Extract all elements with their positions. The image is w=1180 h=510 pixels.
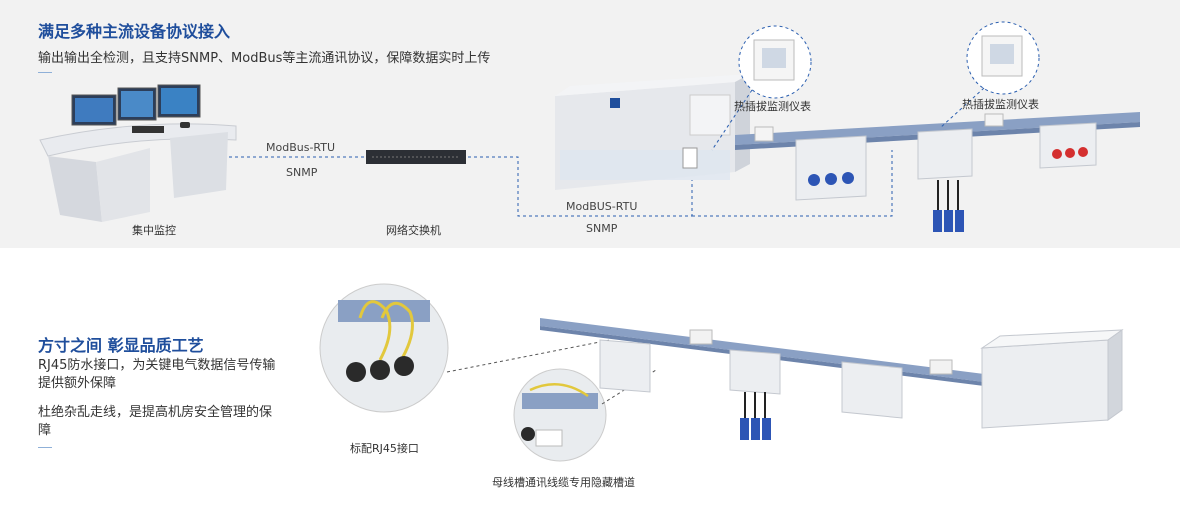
hidden-channel-zoom-circle bbox=[513, 368, 607, 462]
rj45-label: 标配RJ45接口 bbox=[350, 442, 419, 455]
network-switch-label: 网络交换机 bbox=[386, 224, 441, 237]
link1-protocol-bottom: SNMP bbox=[286, 166, 318, 179]
meter-left-label: 热插拔监测仪表 bbox=[734, 100, 811, 113]
network-switch-illustration bbox=[366, 150, 466, 164]
rj45-zoom-circle bbox=[319, 283, 449, 413]
link1-protocol-top: ModBus-RTU bbox=[266, 141, 336, 154]
section1-subtitle: 输出输出全检测，且支持SNMP、ModBus等主流通讯协议，保障数据实时上传 bbox=[38, 51, 491, 66]
section1-title: 满足多种主流设备协议接入 bbox=[38, 22, 231, 41]
section2-title: 方寸之间 彰显品质工艺 bbox=[38, 336, 204, 355]
section2-paragraph2: 杜绝杂乱走线，是提高机房安全管理的保障 bbox=[38, 405, 273, 438]
section2-paragraph1: RJ45防水接口，为关键电气数据信号传输提供额外保障 bbox=[38, 358, 276, 391]
tap-off-box-2 bbox=[917, 128, 973, 232]
busbar-cabinet-illustration bbox=[555, 74, 750, 190]
hidden-channel-label: 母线槽通讯线缆专用隐藏槽道 bbox=[492, 476, 635, 489]
central-monitor-label: 集中监控 bbox=[132, 224, 176, 237]
meter-callout-right bbox=[939, 21, 1040, 129]
tap-off-box-1 bbox=[795, 135, 867, 201]
bottom-cabinet-illustration bbox=[980, 329, 1124, 429]
control-desk-illustration bbox=[39, 84, 237, 222]
link2-protocol-top: ModBUS-RTU bbox=[566, 200, 638, 213]
tap-off-box-3 bbox=[1039, 122, 1097, 169]
section2-divider bbox=[38, 447, 52, 448]
section1-divider bbox=[38, 72, 52, 73]
meter-right-label: 热插拔监测仪表 bbox=[962, 98, 1039, 111]
meter-callout-left bbox=[711, 25, 812, 151]
bottom-tap-off-boxes bbox=[599, 339, 903, 440]
link2-protocol-bottom: SNMP bbox=[586, 222, 618, 235]
